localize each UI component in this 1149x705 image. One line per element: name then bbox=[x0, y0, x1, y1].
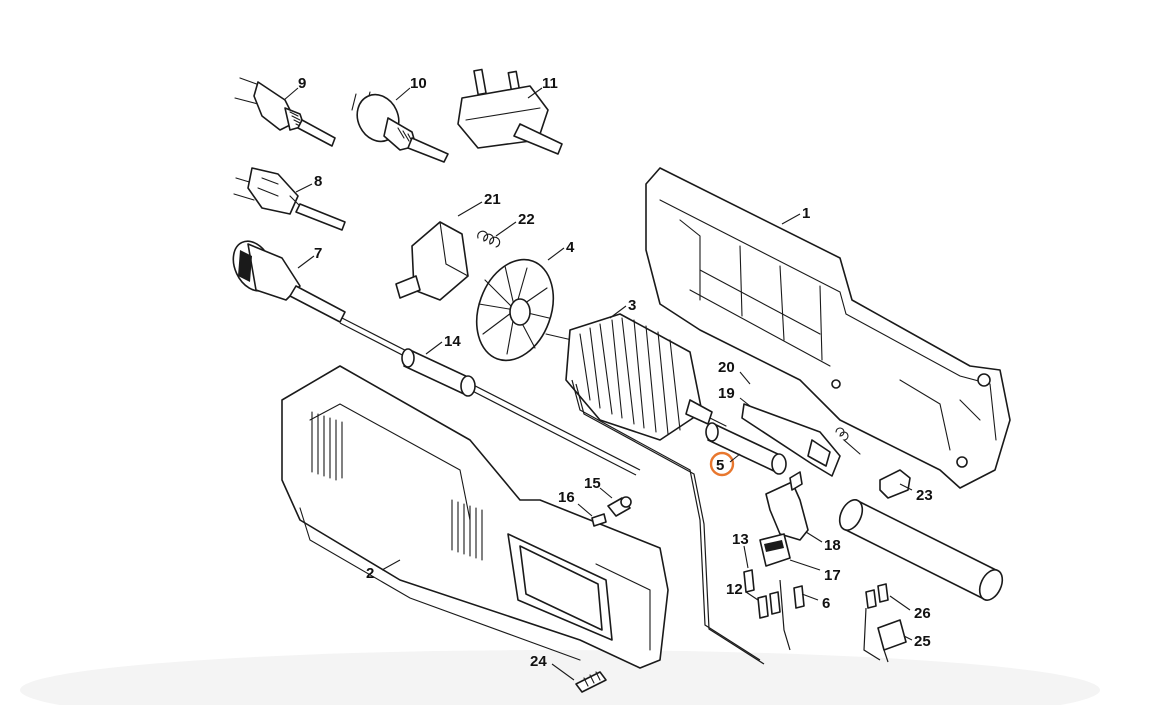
part-11-uk-plug[interactable] bbox=[457, 68, 563, 155]
callout-23: 23 bbox=[899, 483, 933, 504]
svg-text:5: 5 bbox=[716, 457, 724, 474]
callout-12: 12 bbox=[726, 581, 759, 601]
callout-20: 20 bbox=[718, 359, 751, 385]
part-4-fan[interactable] bbox=[463, 249, 566, 371]
callout-7: 7 bbox=[297, 245, 322, 269]
part-15-ring-terminal[interactable] bbox=[607, 496, 632, 517]
part-24-screw[interactable] bbox=[575, 671, 607, 693]
part-1-housing-shell[interactable] bbox=[645, 167, 1011, 489]
callout-11: 11 bbox=[527, 75, 558, 99]
svg-text:18: 18 bbox=[824, 537, 841, 554]
svg-text:8: 8 bbox=[314, 173, 322, 190]
part-6-terminal[interactable] bbox=[779, 579, 805, 651]
part-26-terminals[interactable] bbox=[865, 583, 889, 609]
callout-26: 26 bbox=[889, 595, 931, 622]
callout-22: 22 bbox=[495, 211, 535, 237]
part-2-housing-half[interactable] bbox=[281, 365, 669, 669]
part-7-cable[interactable] bbox=[226, 235, 641, 476]
svg-text:22: 22 bbox=[518, 211, 535, 228]
part-23-clip[interactable] bbox=[879, 469, 911, 499]
svg-text:14: 14 bbox=[444, 333, 461, 350]
svg-text:1: 1 bbox=[802, 205, 810, 222]
callout-15: 15 bbox=[584, 475, 613, 499]
callout-14: 14 bbox=[425, 333, 461, 355]
callout-17: 17 bbox=[789, 559, 841, 584]
part-3-armature[interactable] bbox=[545, 313, 765, 665]
svg-text:17: 17 bbox=[824, 567, 841, 584]
part-13-connector[interactable] bbox=[743, 569, 755, 593]
svg-text:6: 6 bbox=[822, 595, 830, 612]
svg-text:9: 9 bbox=[298, 75, 306, 92]
callout-4: 4 bbox=[547, 239, 575, 261]
part-large-tube bbox=[838, 499, 1004, 601]
part-10-round-plug[interactable] bbox=[350, 88, 449, 163]
svg-text:16: 16 bbox=[558, 489, 575, 506]
callout-10: 10 bbox=[395, 75, 427, 101]
callout-24: 24 bbox=[530, 653, 575, 681]
svg-text:11: 11 bbox=[542, 75, 558, 92]
floor-shadow bbox=[20, 650, 1100, 705]
part-12-terminals[interactable] bbox=[757, 591, 781, 619]
callout-16: 16 bbox=[558, 489, 593, 517]
callout-9: 9 bbox=[283, 75, 306, 101]
part-16-screw[interactable] bbox=[591, 513, 607, 527]
part-25-capacitor[interactable] bbox=[863, 607, 907, 663]
svg-text:4: 4 bbox=[566, 239, 575, 256]
part-19-switch-lever[interactable] bbox=[741, 403, 841, 477]
svg-text:15: 15 bbox=[584, 475, 601, 492]
svg-text:19: 19 bbox=[718, 385, 735, 402]
part-17-switch[interactable] bbox=[759, 533, 791, 567]
callout-19: 19 bbox=[718, 385, 751, 407]
svg-text:7: 7 bbox=[314, 245, 322, 262]
part-5-tube[interactable] bbox=[705, 422, 787, 475]
callout-2: 2 bbox=[366, 559, 401, 582]
svg-text:10: 10 bbox=[410, 75, 427, 92]
callout-8: 8 bbox=[295, 173, 322, 193]
svg-text:20: 20 bbox=[718, 359, 735, 376]
callout-1: 1 bbox=[781, 205, 810, 225]
callout-25: 25 bbox=[903, 633, 931, 650]
callout-13: 13 bbox=[732, 531, 749, 569]
callout-3: 3 bbox=[609, 297, 636, 319]
callout-5-highlighted[interactable]: 5 bbox=[709, 451, 741, 477]
part-9-euro-plug[interactable] bbox=[234, 77, 336, 147]
svg-text:13: 13 bbox=[732, 531, 749, 548]
svg-text:3: 3 bbox=[628, 297, 636, 314]
part-22-spring[interactable] bbox=[477, 230, 501, 248]
housing-vent-slots-left bbox=[311, 411, 343, 481]
svg-text:2: 2 bbox=[366, 565, 374, 582]
callouts: 9 10 11 8 7 21 22 4 bbox=[283, 75, 933, 681]
svg-text:24: 24 bbox=[530, 653, 547, 670]
svg-text:23: 23 bbox=[916, 487, 933, 504]
svg-text:21: 21 bbox=[484, 191, 501, 208]
svg-text:12: 12 bbox=[726, 581, 743, 598]
svg-text:26: 26 bbox=[914, 605, 931, 622]
callout-18: 18 bbox=[805, 531, 841, 554]
armature-windings bbox=[579, 317, 681, 435]
part-20-spring[interactable] bbox=[835, 427, 861, 455]
housing-vent-slots-right bbox=[451, 499, 483, 561]
part-21-brush-holder[interactable] bbox=[395, 221, 469, 301]
callout-6: 6 bbox=[801, 593, 830, 612]
svg-text:25: 25 bbox=[914, 633, 931, 650]
callout-21: 21 bbox=[457, 191, 501, 217]
part-14-cable-sleeve[interactable] bbox=[401, 348, 476, 397]
part-18-switch-carrier[interactable] bbox=[765, 471, 809, 541]
part-8-schuko-plug[interactable] bbox=[233, 167, 346, 231]
